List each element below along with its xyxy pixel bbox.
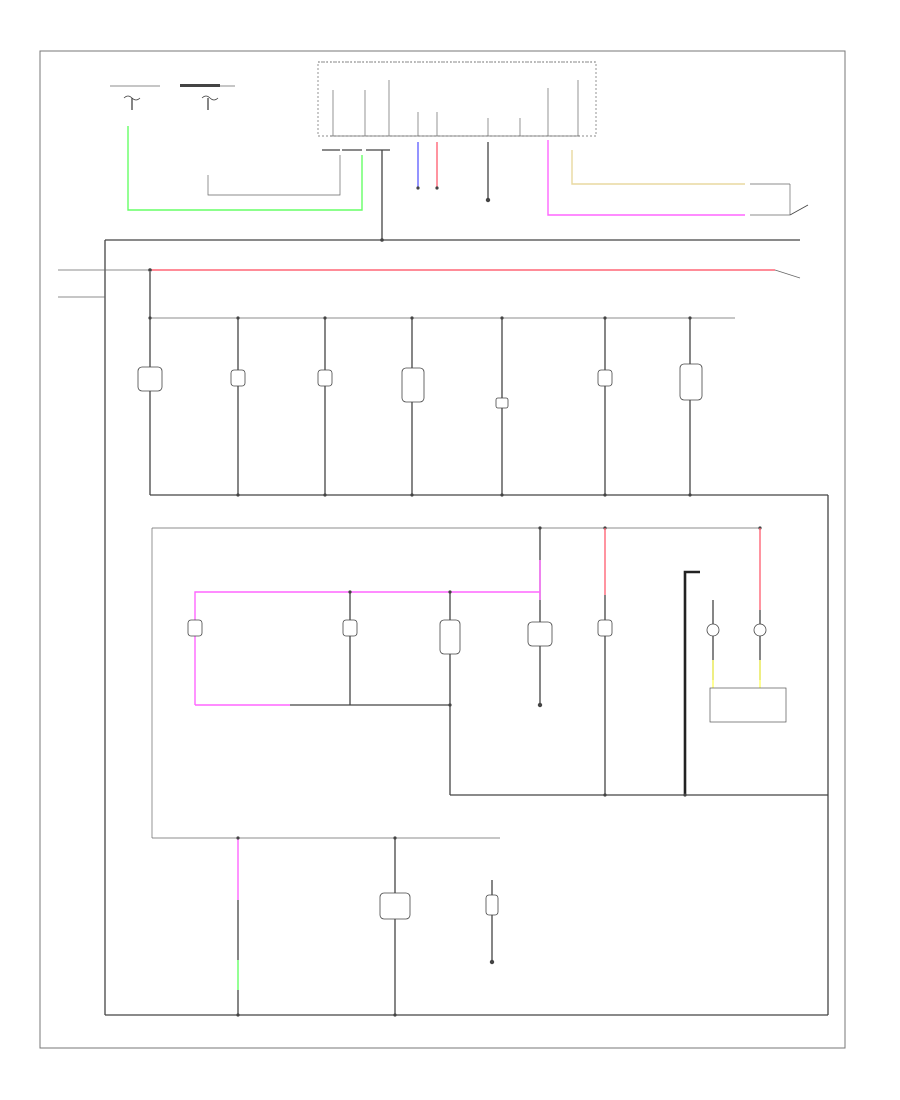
switch-symbol-13 xyxy=(379,892,411,920)
switch-symbol-11 xyxy=(527,621,553,647)
switch-symbol-6 xyxy=(597,369,613,387)
switch-symbol-8 xyxy=(187,619,203,637)
row1-branches xyxy=(148,316,692,495)
switch-symbol-5 xyxy=(495,397,509,409)
bottom-row xyxy=(105,836,828,1017)
switch-symbol-9 xyxy=(342,619,358,637)
page-frame xyxy=(39,50,846,1049)
switch-symbol-14 xyxy=(485,894,499,916)
lamp-symbol-2 xyxy=(753,623,767,637)
feed-bus xyxy=(58,239,801,1015)
switch-row-2 xyxy=(151,495,829,1015)
lamp-symbol-1 xyxy=(706,623,720,637)
switch-symbol-2 xyxy=(230,369,246,387)
combination-meter-box xyxy=(317,61,597,137)
switch-row-1 xyxy=(137,272,828,497)
switch-symbol-3 xyxy=(317,369,333,387)
switch-symbol-1 xyxy=(137,366,163,392)
switch-symbol-4 xyxy=(401,367,425,403)
meter-pins xyxy=(332,80,579,136)
switch-symbol-7 xyxy=(679,363,703,401)
switch-symbol-12 xyxy=(597,619,613,637)
control-unit-box xyxy=(709,687,787,723)
top-section xyxy=(110,61,809,242)
switch-symbol-10 xyxy=(439,619,461,655)
